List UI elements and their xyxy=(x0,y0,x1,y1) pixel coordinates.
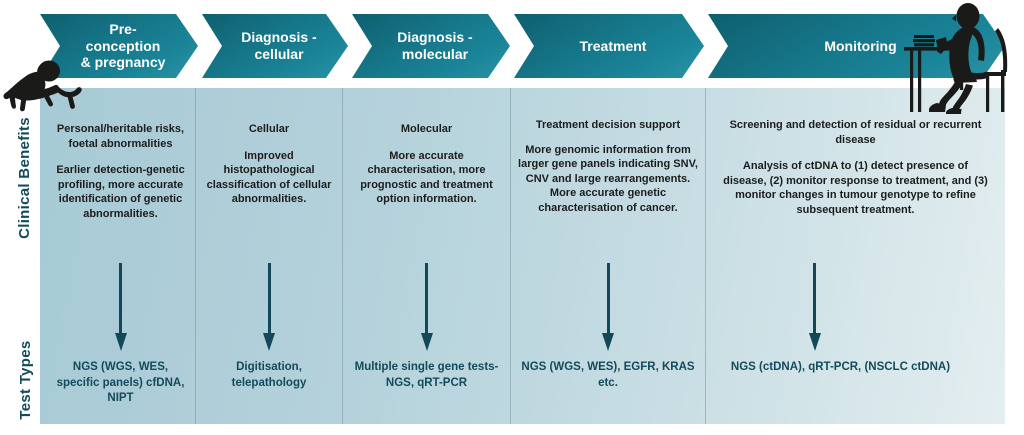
benefit-heading: Molecular xyxy=(400,123,453,135)
flow-arrow-icon xyxy=(262,263,276,351)
clinical-benefits-block: Treatment decision support More genomic … xyxy=(517,118,699,215)
test-types-block: Multiple single gene tests-NGS, qRT-PCR xyxy=(354,361,499,389)
chevron-label-line1: Pre-conception xyxy=(85,21,161,54)
column-divider-4 xyxy=(705,88,706,424)
stage-column-treatment: Treatment decision support More genomic … xyxy=(511,88,705,424)
clinical-benefits-block: Screening and detection of residual or r… xyxy=(720,118,991,217)
clinical-benefits-block: Cellular Improved histopathological clas… xyxy=(202,122,336,207)
chevron-label-line1: Diagnosis - xyxy=(241,29,317,46)
arrow-shaft xyxy=(425,263,428,335)
clinical-benefits-block: Molecular More accurate characterisation… xyxy=(349,122,504,207)
stage-chevron-diagnosis-cellular[interactable]: Diagnosis - cellular xyxy=(202,14,348,78)
stage-column-monitoring: Screening and detection of residual or r… xyxy=(706,88,1005,424)
flow-arrow-icon xyxy=(601,263,615,351)
benefit-body: Analysis of ctDNA to (1) detect presence… xyxy=(723,160,988,216)
benefit-heading: Personal/heritable risks, foetal abnorma… xyxy=(56,123,185,150)
benefit-heading: Cellular xyxy=(248,123,290,135)
arrow-shaft xyxy=(267,263,271,335)
chevron-label-line2: cellular xyxy=(254,46,304,62)
test-types-block: Digitisation, telepathology xyxy=(231,361,307,389)
test-types-block: NGS (ctDNA), qRT-PCR, (NSCLC ctDNA) xyxy=(730,361,951,373)
stage-column-pre-conception: Personal/heritable risks, foetal abnorma… xyxy=(46,88,195,424)
benefit-body: Improved histopathological classificatio… xyxy=(206,149,332,206)
arrow-shaft xyxy=(119,263,122,335)
chevron-label-line1: Monitoring xyxy=(824,37,897,54)
stage-column-diagnosis-cellular: Cellular Improved histopathological clas… xyxy=(196,88,342,424)
stage-chevron-pre-conception[interactable]: Pre-conception & pregnancy xyxy=(40,14,198,78)
stage-chevron-treatment[interactable]: Treatment xyxy=(514,14,704,78)
benefit-heading: Treatment decision support xyxy=(535,119,681,131)
stage-column-diagnosis-molecular: Molecular More accurate characterisation… xyxy=(343,88,510,424)
chevron-label-line1: Diagnosis - xyxy=(397,29,473,46)
chevron-label-line2: & pregnancy xyxy=(80,54,166,71)
arrow-shaft xyxy=(813,263,816,335)
arrow-head xyxy=(263,333,275,351)
arrow-head xyxy=(420,333,433,351)
content-panel xyxy=(40,88,1005,424)
arrow-shaft xyxy=(606,263,610,335)
column-divider-1 xyxy=(195,88,196,424)
column-divider-2 xyxy=(342,88,343,424)
stage-chevron-diagnosis-molecular[interactable]: Diagnosis - molecular xyxy=(352,14,510,78)
flow-arrow-icon xyxy=(114,263,128,351)
axis-label-clinical-benefits: Clinical Benefits xyxy=(16,117,33,239)
stage-chevron-row: Pre-conception & pregnancy Diagnosis - c… xyxy=(0,14,1024,80)
chevron-label-line2: molecular xyxy=(401,46,469,62)
crawling-baby-icon xyxy=(3,60,82,112)
column-divider-3 xyxy=(510,88,511,424)
benefit-heading: Screening and detection of residual or r… xyxy=(729,119,982,146)
benefit-body: Earlier detection-genetic profiling, mor… xyxy=(56,164,185,220)
benefit-body: More genomic information from larger gen… xyxy=(518,143,698,214)
arrow-head xyxy=(114,333,127,351)
test-types-block: NGS (WGS, WES, specific panels) cfDNA, N… xyxy=(56,361,185,405)
clinical-benefits-block: Personal/heritable risks, foetal abnorma… xyxy=(52,122,189,221)
arrow-head xyxy=(602,333,614,351)
axis-label-test-types: Test Types xyxy=(17,340,34,420)
flow-arrow-icon xyxy=(420,263,434,351)
benefit-body: More accurate characterisation, more pro… xyxy=(360,149,493,206)
test-types-block: NGS (WGS, WES), EGFR, KRAS etc. xyxy=(521,361,695,389)
seated-person-at-desk-icon xyxy=(904,3,1008,114)
arrow-head xyxy=(808,333,821,351)
chevron-label-line1: Treatment xyxy=(579,37,647,54)
flow-arrow-icon xyxy=(808,263,822,351)
